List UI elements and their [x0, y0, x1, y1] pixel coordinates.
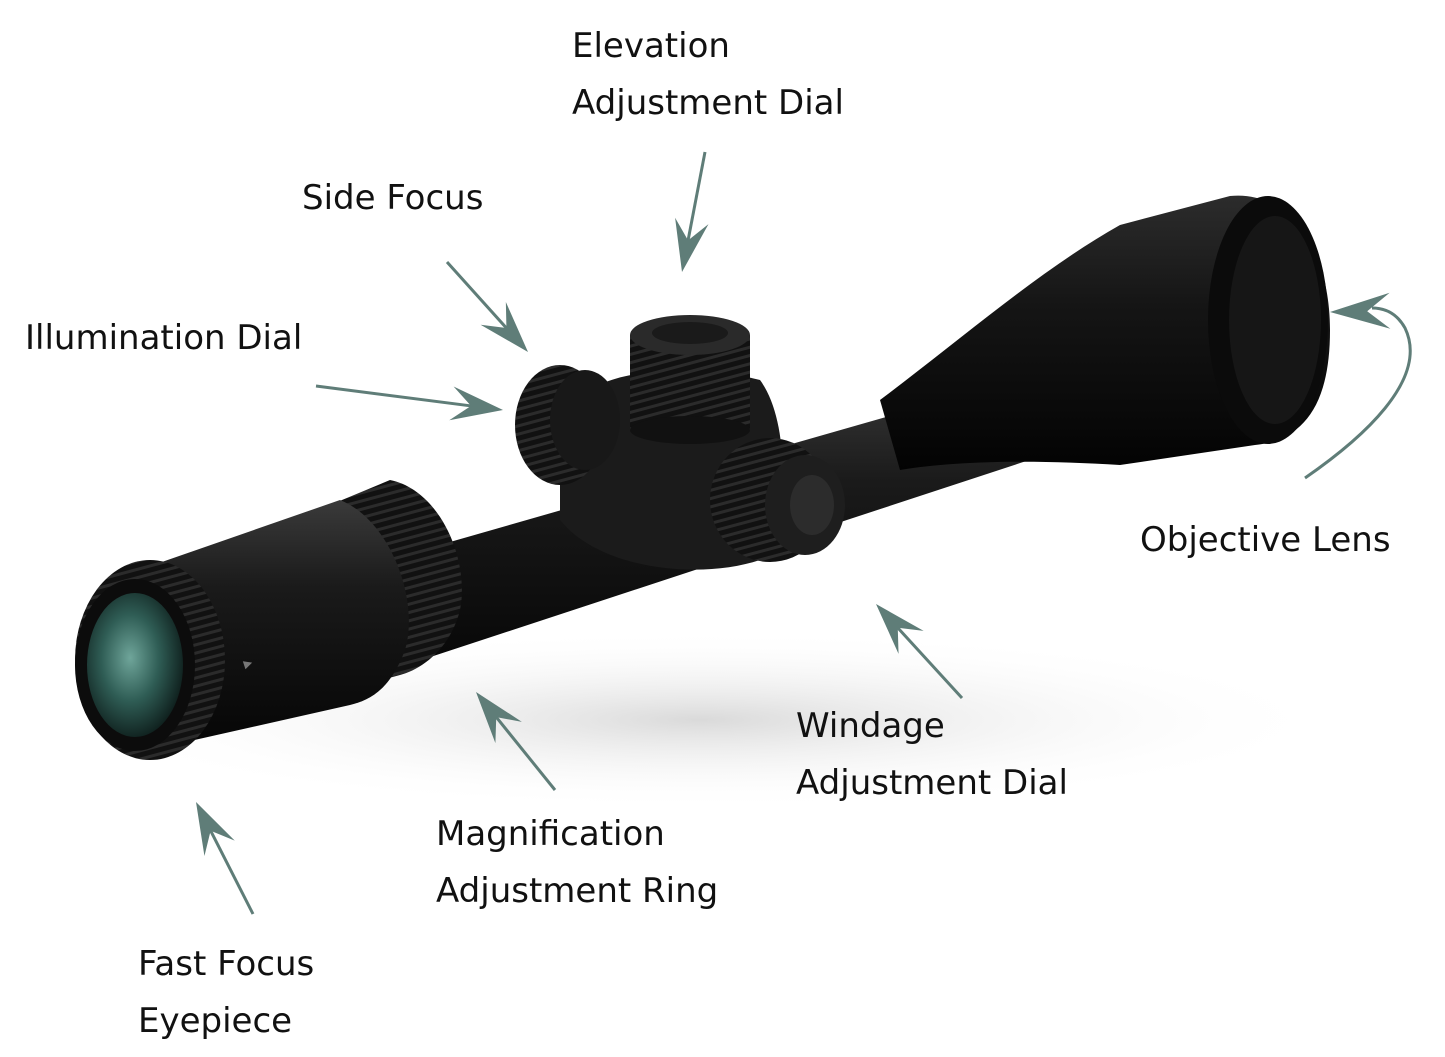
arrow-magnification-head	[476, 692, 522, 744]
arrow-windage-shaft	[895, 625, 964, 700]
arrow-elevation-head	[675, 217, 709, 272]
label-line: Elevation	[572, 26, 730, 66]
arrow-fast-focus-shaft	[208, 828, 255, 915]
arrow-objective-head	[1330, 292, 1391, 329]
label-line: Adjustment Ring	[436, 871, 719, 911]
arrow-magnification-shaft	[493, 714, 557, 791]
arrow-illumination-head	[449, 386, 503, 421]
label-line: Adjustment Dial	[572, 83, 844, 123]
label-fast-focus-eyepiece: Fast Focus Eyepiece	[138, 936, 314, 1050]
label-line: Fast Focus	[138, 944, 315, 984]
elevation-turret-cap-center	[652, 322, 728, 344]
label-line: Objective Lens	[1140, 520, 1391, 560]
arrow-windage-head	[876, 604, 924, 654]
label-magnification-adjustment-ring: Magnification Adjustment Ring	[436, 806, 718, 920]
label-line: Illumination Dial	[25, 318, 303, 358]
label-line: Adjustment Dial	[796, 763, 1068, 803]
windage-turret-center	[790, 475, 834, 535]
eyepiece-lens-glass	[87, 593, 183, 737]
label-line: Windage	[796, 706, 945, 746]
scope-body: ▶	[75, 195, 1330, 760]
arrow-elevation-shaft	[686, 151, 707, 243]
objective-lens-glass	[1229, 216, 1321, 424]
arrow-side-focus-shaft	[445, 260, 510, 331]
arrow-side-focus-head	[480, 301, 528, 352]
side-focus-dial	[550, 370, 620, 470]
elevation-turret-base	[630, 416, 750, 444]
arrow-fast-focus-head	[196, 802, 235, 857]
arrow-illumination-shaft	[315, 384, 474, 408]
label-line: Magnification	[436, 814, 665, 854]
callout-arrows	[196, 151, 1412, 915]
label-objective-lens: Objective Lens	[1140, 512, 1391, 569]
label-line: Side Focus	[302, 178, 484, 218]
arrow-objective-shaft	[1304, 306, 1412, 480]
label-illumination-dial: Illumination Dial	[25, 310, 302, 367]
label-side-focus: Side Focus	[302, 170, 483, 227]
label-elevation-adjustment-dial: Elevation Adjustment Dial	[572, 18, 844, 132]
label-windage-adjustment-dial: Windage Adjustment Dial	[796, 698, 1068, 812]
label-line: Eyepiece	[138, 1001, 293, 1041]
